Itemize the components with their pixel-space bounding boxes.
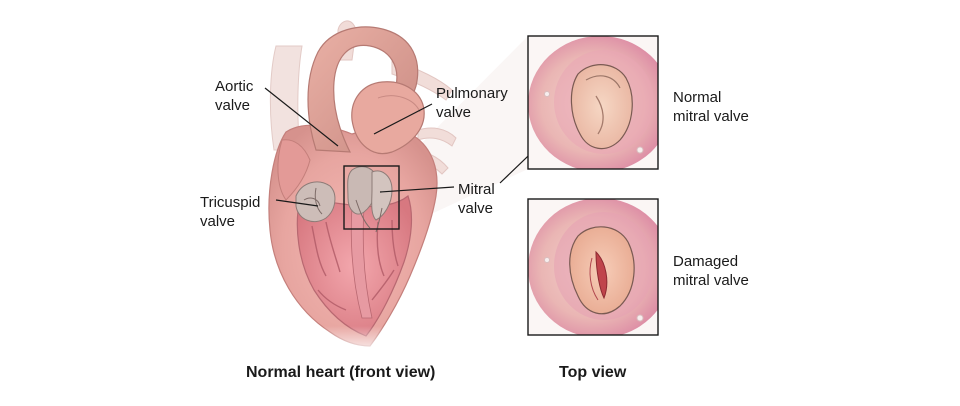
top-view-damaged bbox=[527, 198, 659, 336]
top-view-normal bbox=[527, 35, 659, 170]
front-view-caption: Normal heart (front view) bbox=[246, 364, 436, 381]
mitral-valve-graphic bbox=[347, 166, 393, 233]
top-view-caption: Top view bbox=[559, 364, 627, 381]
mitral-zoom-box bbox=[343, 165, 400, 230]
tricuspid-valve-graphic bbox=[295, 181, 336, 222]
heart-front-view bbox=[260, 20, 460, 356]
